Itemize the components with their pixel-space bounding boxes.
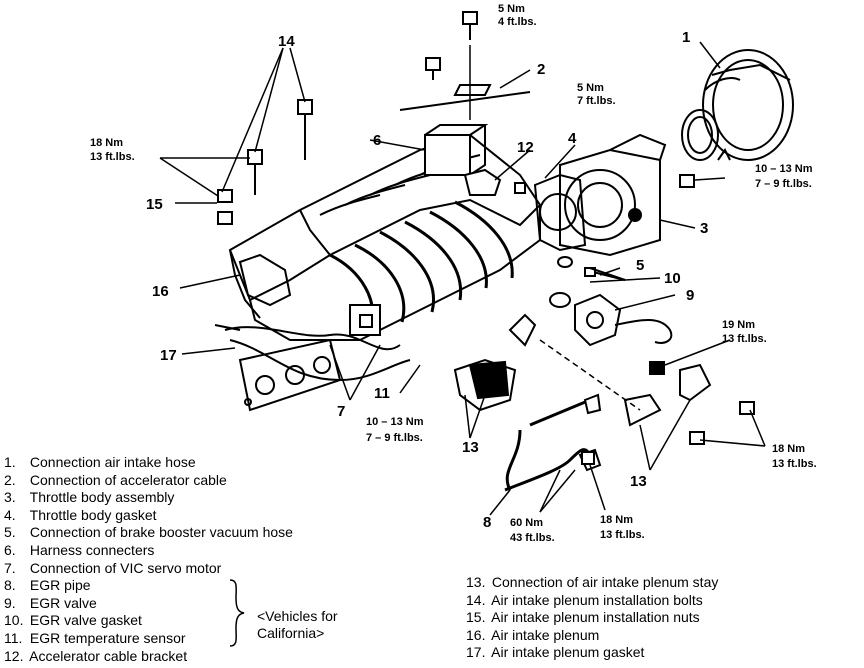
legend-item: 9. EGR valve (4, 594, 97, 611)
torque-tb-nm: 10 – 13 Nm (755, 163, 813, 175)
legend-item: 15. Air intake plenum installation nuts (466, 609, 700, 626)
torque-bottom-ft: 7 – 9 ft.lbs. (366, 432, 423, 444)
callout-15: 15 (146, 196, 163, 213)
torque-top-ft: 4 ft.lbs. (498, 16, 537, 28)
throttle-body-drawing (533, 133, 667, 257)
california-note-line1: <Vehicles for (257, 608, 338, 624)
callout-14: 14 (278, 33, 295, 50)
callout-2: 2 (537, 61, 545, 78)
legend-item: 1. Connection air intake hose (4, 454, 196, 470)
torque-right-nm: 5 Nm (577, 82, 604, 94)
torque-pipe1-ft: 43 ft.lbs. (510, 532, 555, 544)
torque-bottom-nm: 10 – 13 Nm (366, 416, 424, 428)
torque-pipe2-nm: 18 Nm (600, 514, 633, 526)
torque-tb-ft: 7 – 9 ft.lbs. (755, 178, 812, 190)
torque-egr-nm: 19 Nm (722, 319, 755, 331)
callout-12: 12 (517, 139, 534, 156)
fasteners-drawing (217, 11, 755, 465)
legend-item: 6. Harness connecters (4, 541, 155, 558)
callout-labels: 1 2 3 4 5 6 7 8 9 10 11 12 13 13 14 15 1… (146, 29, 708, 531)
torque-egr-ft: 13 ft.lbs. (722, 333, 767, 345)
torque-stay-nm: 18 Nm (772, 443, 805, 455)
callout-5: 5 (636, 257, 644, 274)
legend-item: 2. Connection of accelerator cable (4, 471, 227, 488)
legend-item: 14. Air intake plenum installation bolts (466, 591, 703, 608)
air-intake-plenum-drawing (214, 84, 542, 412)
legend-item: 8. EGR pipe (4, 577, 91, 594)
california-brace (229, 579, 245, 647)
torque-pipe1-nm: 60 Nm (510, 517, 543, 529)
torque-left-nm: 18 Nm (90, 137, 123, 149)
legend-item: 3. Throttle body assembly (4, 489, 175, 506)
callout-13a: 13 (462, 439, 479, 456)
legend-item: 16. Air intake plenum (466, 626, 600, 643)
callout-4: 4 (568, 130, 577, 147)
leader-lines (159, 41, 766, 516)
callout-16: 16 (152, 283, 169, 300)
callout-17: 17 (160, 347, 177, 364)
plenum-stay-drawing (453, 313, 712, 427)
california-note-line2: California> (257, 625, 325, 641)
torque-labels: 5 Nm 4 ft.lbs. 5 Nm 7 ft.lbs. 18 Nm 13 f… (90, 3, 817, 544)
callout-9: 9 (686, 287, 694, 304)
legend-item: 11. EGR temperature sensor (4, 629, 186, 646)
callout-11: 11 (374, 385, 390, 402)
legend-item: 10. EGR valve gasket (4, 612, 142, 629)
torque-stay-ft: 13 ft.lbs. (772, 458, 817, 470)
torque-pipe2-ft: 13 ft.lbs. (600, 529, 645, 541)
callout-3: 3 (700, 220, 708, 237)
legend-item: 13. Connection of air intake plenum stay (466, 574, 719, 590)
callout-8: 8 (483, 514, 491, 531)
egr-components-drawing (504, 269, 673, 492)
legend-item: 7. Connection of VIC servo motor (4, 559, 222, 576)
legend-item: 4. Throttle body gasket (4, 506, 157, 523)
legend-left: 1. Connection air intake hose 2. Connect… (4, 454, 293, 665)
legend-item: 17. Air intake plenum gasket (466, 644, 645, 661)
torque-left-ft: 13 ft.lbs. (90, 151, 135, 163)
callout-10: 10 (664, 270, 681, 287)
torque-top-nm: 5 Nm (498, 3, 525, 15)
callout-13b: 13 (630, 473, 647, 490)
torque-right-ft: 7 ft.lbs. (577, 95, 616, 107)
callout-1: 1 (682, 29, 690, 46)
california-note: <Vehicles for California> (257, 608, 338, 642)
air-intake-hose-drawing (681, 49, 794, 161)
callout-7: 7 (337, 403, 345, 420)
callout-6: 6 (373, 132, 381, 149)
legend-item: 5. Connection of brake booster vacuum ho… (4, 524, 293, 541)
legend-item: 12. Accelerator cable bracket (4, 647, 188, 664)
legend-right: 13. Connection of air intake plenum stay… (466, 574, 718, 662)
